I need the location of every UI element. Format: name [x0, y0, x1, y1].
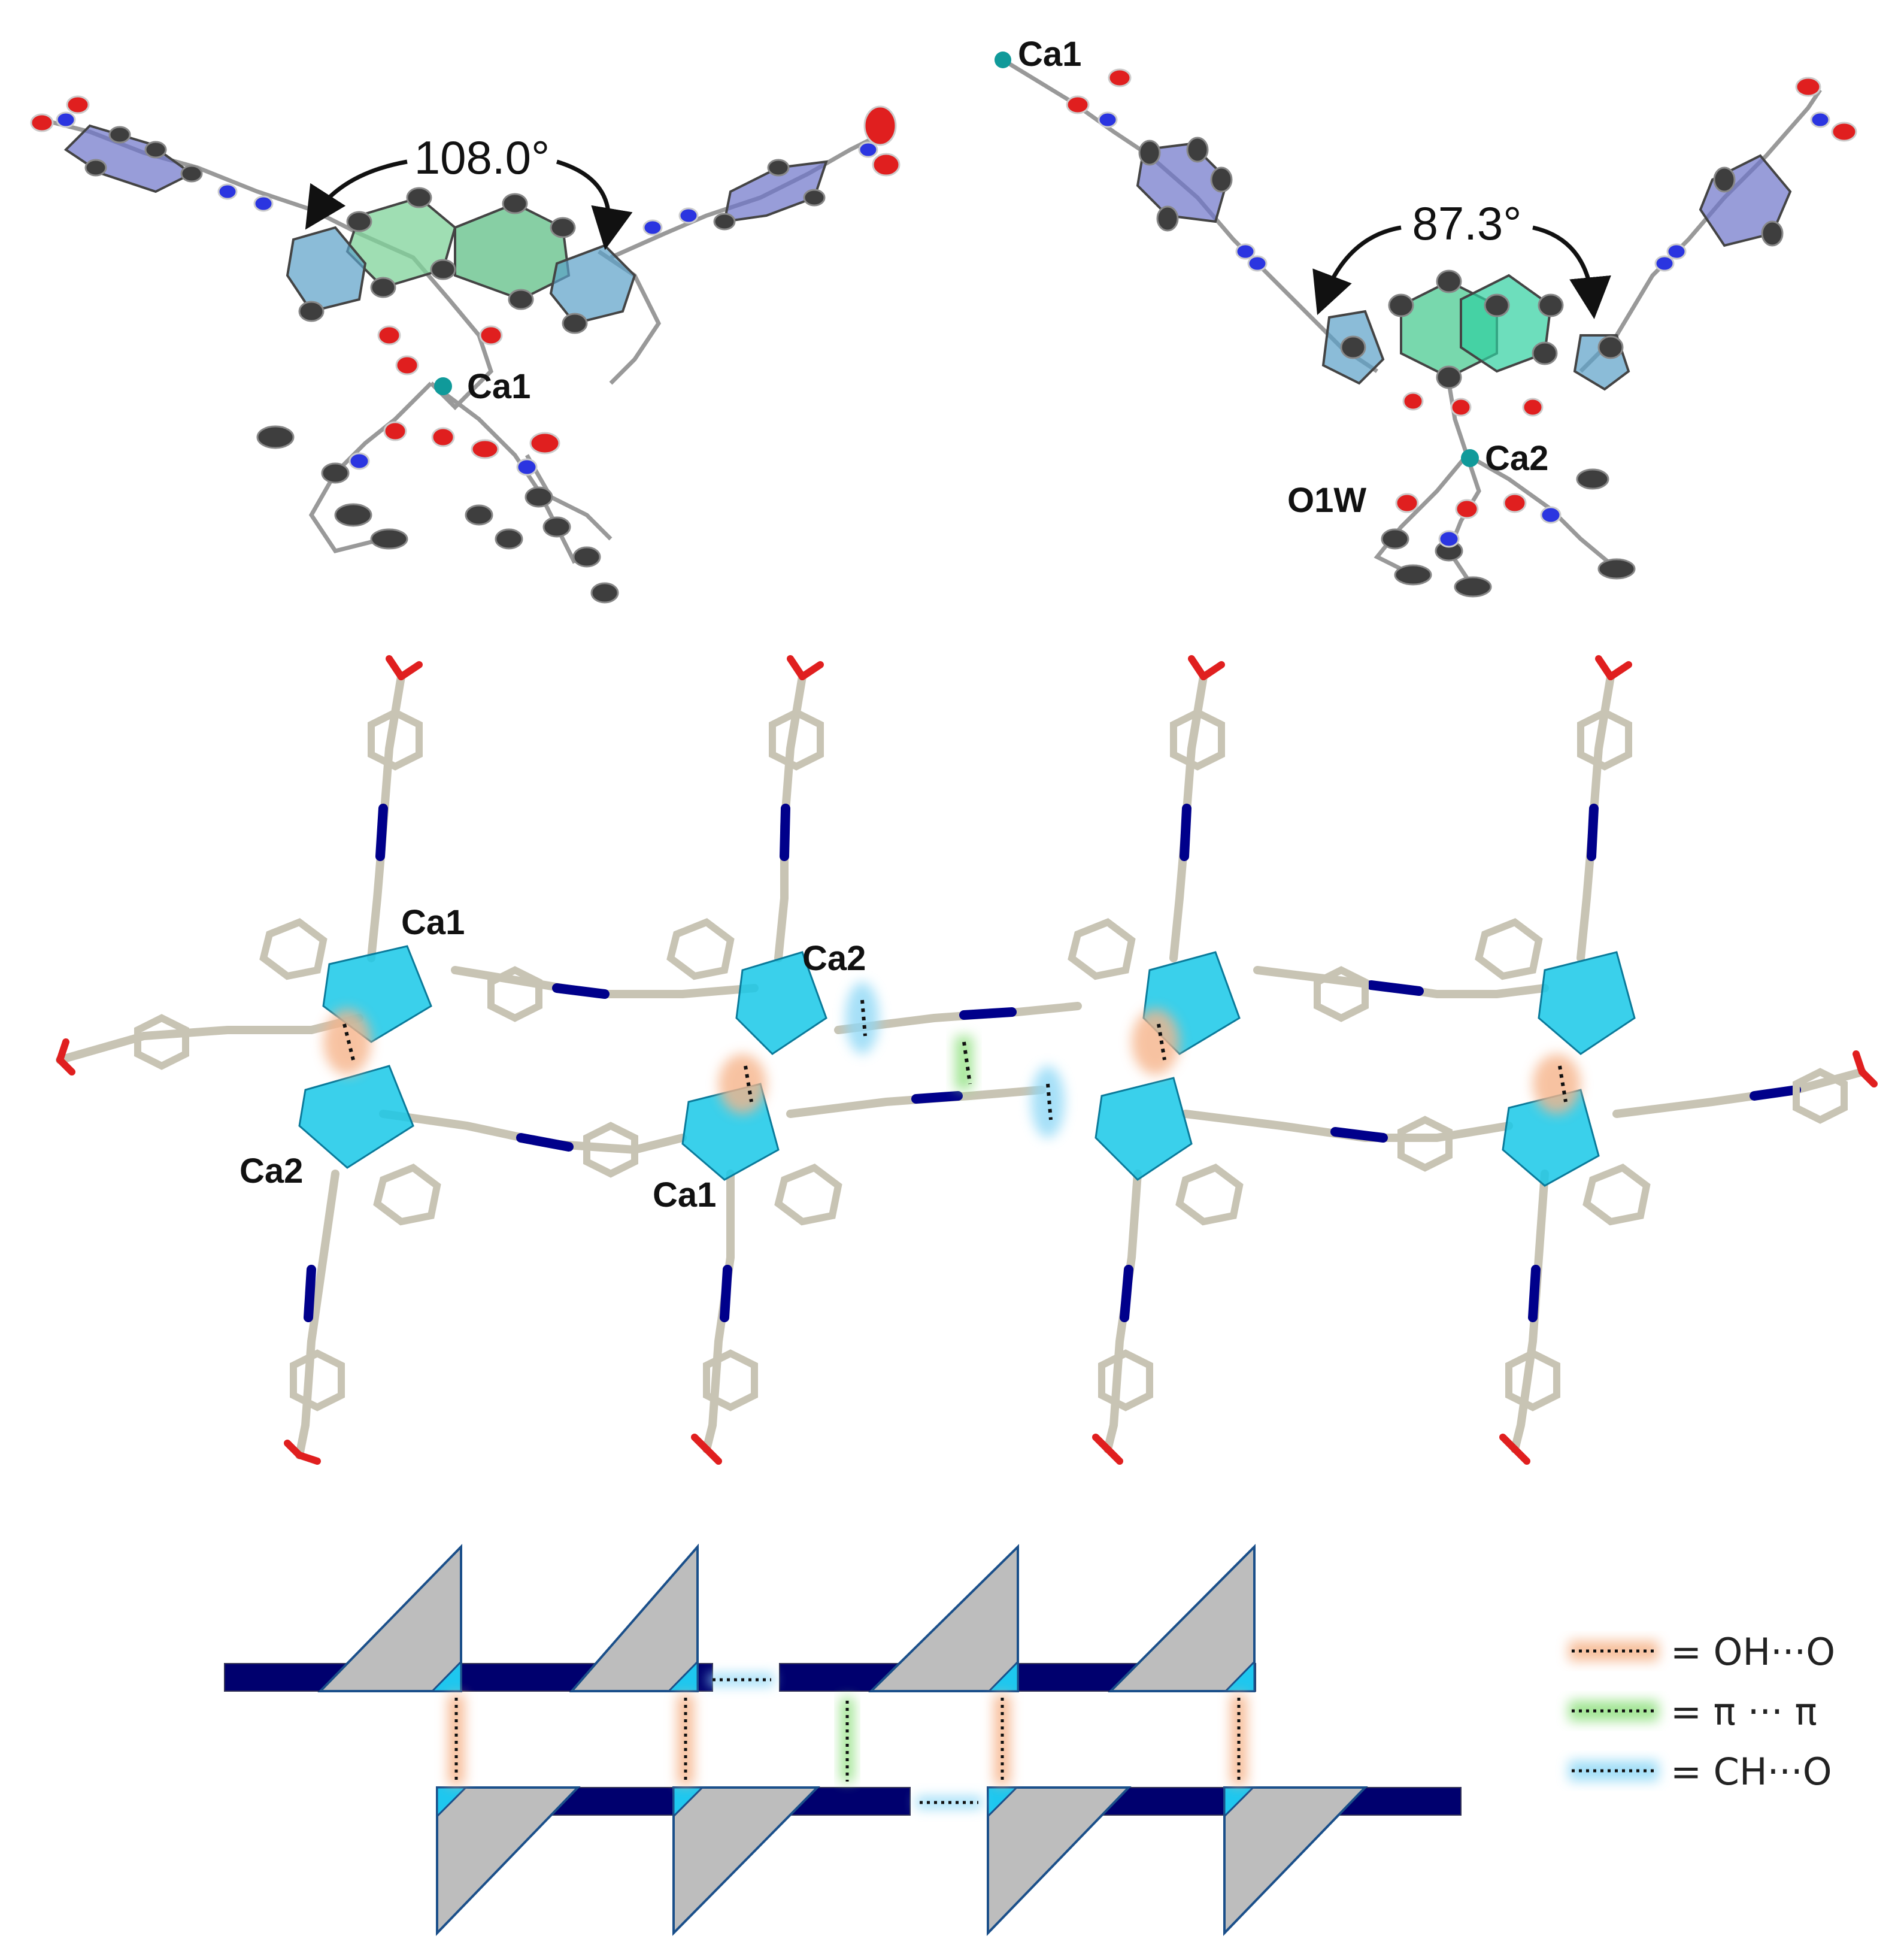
atom-label-ca2: Ca2	[802, 939, 866, 978]
angle-arrow	[305, 159, 408, 230]
ca-polyhedron	[735, 951, 827, 1055]
interaction-dots	[342, 999, 1568, 1120]
svg-text:= OH···O: = OH···O	[1670, 1630, 1835, 1674]
cartoon-dots	[454, 1678, 1241, 1804]
svg-text:= π ··· π: = π ··· π	[1670, 1690, 1817, 1734]
legend: = OH···O = π ··· π = CH···O	[1569, 1630, 1835, 1794]
atom-label-ca1: Ca1	[653, 1176, 716, 1214]
panel-middle-packing: Ca1 Ca2 Ca2 Ca1	[56, 655, 1878, 1465]
legend-item-ch: = CH···O	[1569, 1750, 1832, 1794]
atom-label-ca1: Ca1	[401, 903, 465, 942]
calcium-atom	[1461, 449, 1479, 467]
angle-label: 87.3°	[1412, 197, 1521, 250]
atoms-oxygen-top-left	[30, 95, 901, 459]
atom-label-ca2: Ca2	[1485, 439, 1548, 478]
atom-label-ca1: Ca1	[1018, 35, 1081, 74]
panel-bottom-cartoon	[224, 1543, 1462, 1936]
atoms-carbon-top-right	[1138, 137, 1784, 598]
ca-polyhedron	[298, 1065, 414, 1169]
atom-label-o1w: O1W	[1287, 481, 1366, 520]
legend-item-pi: = π ··· π	[1569, 1690, 1817, 1734]
atoms-oxygen-top-right	[1066, 68, 1857, 519]
cartoon-cyan-upper	[430, 1659, 1256, 1692]
ca-polyhedron	[1095, 1077, 1193, 1181]
cartoon-triangles-lower	[436, 1786, 1368, 1936]
azo-segments	[516, 980, 1801, 1152]
angle-label: 108.0°	[414, 131, 550, 184]
calcium-atom	[434, 377, 452, 395]
vertical-azo	[304, 804, 1599, 1322]
angle-arrow	[1312, 225, 1402, 316]
nitro-groups	[56, 655, 1878, 1465]
ca-polyhedron	[1538, 951, 1636, 1055]
atom-label-ca1: Ca1	[467, 367, 530, 406]
atom-label-ca2: Ca2	[239, 1152, 303, 1190]
cartoon-cyan-lower	[436, 1786, 1256, 1819]
calcium-atom	[995, 51, 1011, 68]
panel-top-left-ortep: 108.0° Ca1	[30, 95, 901, 604]
panel-top-right-ortep: 87.3° Ca1 Ca2 O1W	[995, 35, 1857, 598]
svg-text:= CH···O: = CH···O	[1670, 1750, 1832, 1794]
phenyl-rings	[134, 708, 1848, 1411]
angle-arrow	[1532, 225, 1611, 319]
atoms-nitrogen-top-left	[56, 111, 878, 476]
atoms-carbon-top-left	[84, 126, 826, 604]
legend-item-oh: = OH···O	[1569, 1630, 1835, 1674]
cartoon-triangles-upper	[317, 1543, 1256, 1692]
atoms-nitrogen-top-right	[1097, 111, 1830, 548]
angle-arrow	[556, 159, 633, 250]
